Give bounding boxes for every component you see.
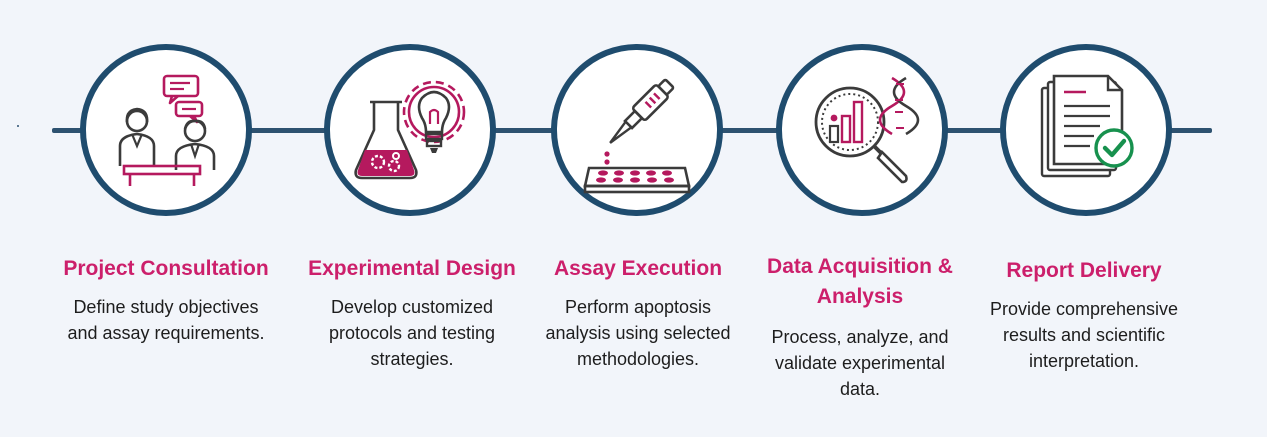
step-5-description: Provide comprehensive results and scient… bbox=[960, 296, 1208, 374]
flask-lightbulb-gear-icon bbox=[354, 80, 466, 180]
step-4-description-line: data. bbox=[839, 379, 881, 399]
step-2-title: Experimental Design bbox=[308, 257, 516, 280]
step-3-description-line: methodologies. bbox=[576, 349, 700, 369]
step-1-description-line: Define study objectives bbox=[73, 297, 259, 317]
magnifier-chart-dna-icon bbox=[814, 76, 920, 184]
step-5-description-line: interpretation. bbox=[1028, 351, 1140, 371]
step-2-description: Develop customized protocols and testing… bbox=[290, 294, 534, 372]
step-3-icon-circle bbox=[551, 44, 723, 216]
step-3-description: Perform apoptosis analysis using selecte… bbox=[520, 294, 756, 372]
step-4-description: Process, analyze, and validate experimen… bbox=[740, 324, 980, 402]
step-1-title: Project Consultation bbox=[63, 257, 269, 280]
step-2-description-line: strategies. bbox=[370, 349, 454, 369]
step-1-description-line: and assay requirements. bbox=[67, 323, 265, 343]
step-5-icon-circle bbox=[1000, 44, 1172, 216]
step-4-title: Data Acquisition & Analysis bbox=[740, 252, 980, 312]
step-2-description-line: protocols and testing bbox=[328, 323, 496, 343]
consultation-icon bbox=[118, 74, 216, 186]
step-4-description-line: validate experimental bbox=[774, 353, 946, 373]
step-4-icon-circle bbox=[776, 44, 948, 216]
step-3-description-line: analysis using selected bbox=[545, 323, 731, 343]
step-5-title: Report Delivery bbox=[1006, 259, 1162, 282]
step-5-description-line: results and scientific bbox=[1002, 325, 1166, 345]
step-3-description-line: Perform apoptosis bbox=[564, 297, 712, 317]
step-4-title-line: Data Acquisition & bbox=[767, 255, 953, 278]
step-2-icon-circle bbox=[324, 44, 496, 216]
step-1-description: Define study objectives and assay requir… bbox=[40, 294, 292, 346]
step-4-description-line: Process, analyze, and bbox=[771, 327, 949, 347]
step-2-description-line: Develop customized bbox=[330, 297, 494, 317]
document-check-icon bbox=[1040, 74, 1134, 178]
decorative-dot bbox=[17, 125, 19, 127]
step-5-description-line: Provide comprehensive bbox=[989, 299, 1179, 319]
pipette-well-plate-icon bbox=[583, 78, 691, 194]
step-1-icon-circle bbox=[80, 44, 252, 216]
step-3-title: Assay Execution bbox=[553, 257, 723, 280]
step-4-title-line: Analysis bbox=[816, 285, 904, 308]
